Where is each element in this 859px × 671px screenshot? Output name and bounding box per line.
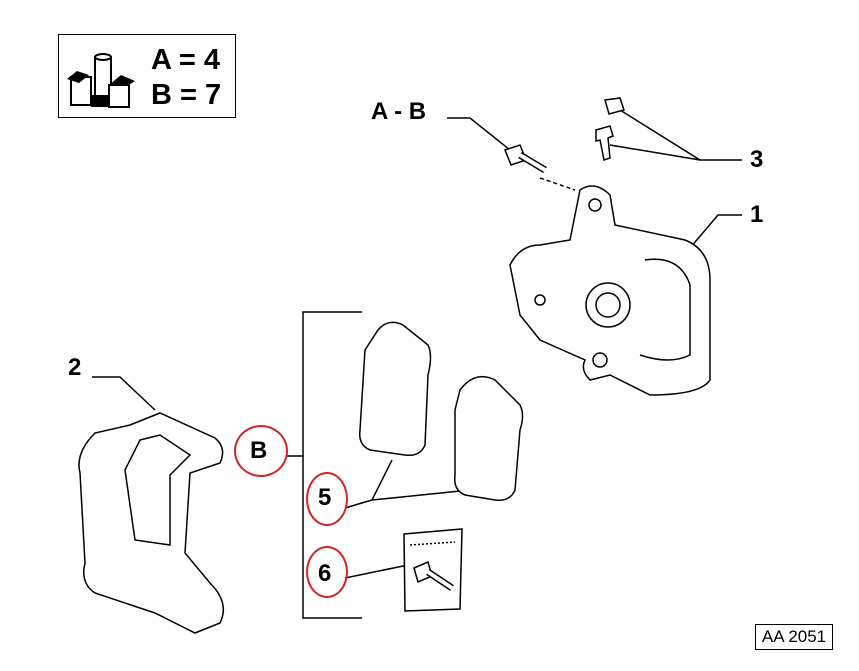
thread-lock-icon <box>67 53 135 108</box>
caliper-bolt <box>504 144 547 174</box>
bleed-screw-and-cap <box>595 97 625 161</box>
callout-a-b: A - B <box>371 98 427 125</box>
leader-lines <box>92 109 742 619</box>
highlight-circle-b <box>234 425 288 477</box>
callout-group-b: B <box>250 437 268 464</box>
bolt-kit-bag <box>403 528 463 612</box>
legend-a-value: A = 4 <box>151 44 221 76</box>
reference-code: AA 2051 <box>755 624 833 650</box>
brake-caliper <box>509 185 711 396</box>
highlight-circle-6 <box>306 546 348 598</box>
brake-pads <box>358 321 524 502</box>
tightening-legend: A = 4 B = 7 <box>58 34 236 118</box>
callout-part-3: 3 <box>750 146 764 173</box>
callout-part-1: 1 <box>750 201 764 228</box>
callout-part-2: 2 <box>68 354 82 381</box>
callout-part-5: 5 <box>318 484 332 511</box>
highlight-circle-5 <box>306 472 348 526</box>
legend-b-value: B = 7 <box>151 79 222 111</box>
caliper-carrier <box>78 412 225 634</box>
callout-part-6: 6 <box>318 560 332 587</box>
